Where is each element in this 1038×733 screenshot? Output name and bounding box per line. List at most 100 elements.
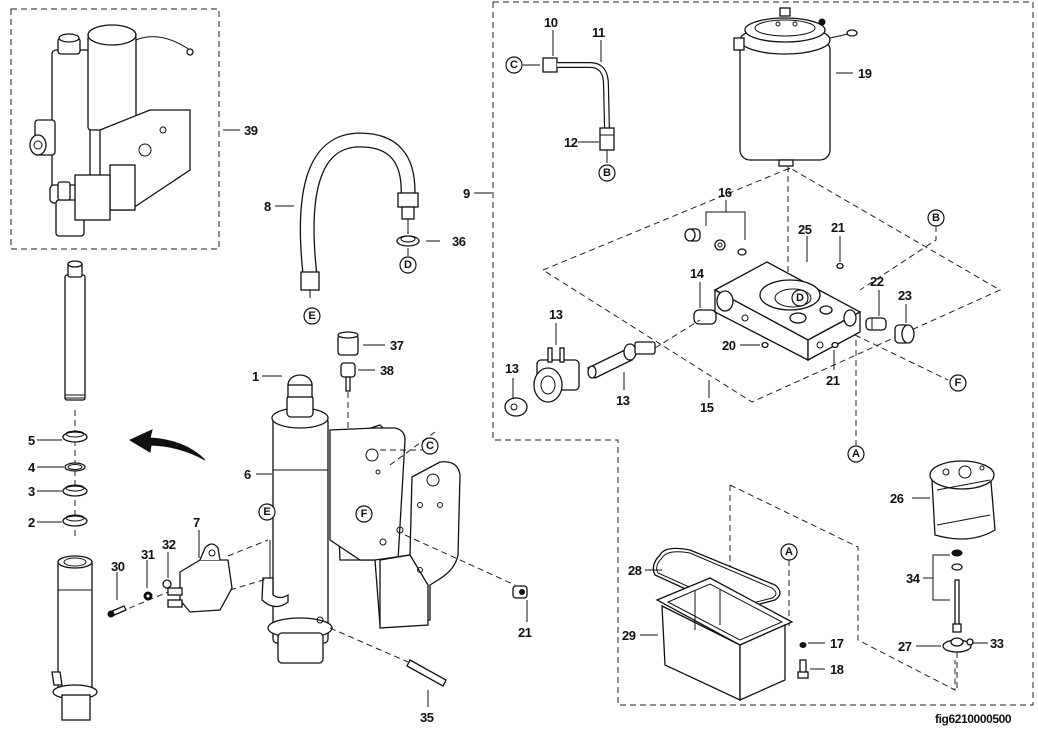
fitting-12 — [599, 127, 615, 151]
cylinder-tube — [51, 555, 98, 721]
callout-21c: 21 — [826, 373, 840, 388]
washer-34 — [162, 579, 172, 589]
callout-28: 28 — [628, 563, 642, 578]
reservoir-29 — [655, 577, 794, 702]
svg-text:E: E — [263, 506, 270, 518]
ref-marker-B2: B — [927, 209, 945, 227]
pin-31 — [406, 659, 447, 687]
pump-26 — [929, 460, 996, 540]
callout-27: 27 — [898, 639, 912, 654]
hose-8-group: 8 36 D E — [264, 132, 466, 325]
ref-marker-E: E — [303, 307, 321, 325]
solenoid-valve-7 — [179, 559, 233, 613]
callout-30: 36 — [452, 234, 466, 249]
callout-33: 31 — [141, 547, 155, 562]
seal-35a — [951, 549, 963, 557]
callout-29: 29 — [622, 628, 636, 643]
seal-3 — [62, 484, 88, 497]
callout-18: 17 — [830, 636, 844, 651]
callout-15: 15 — [700, 400, 714, 415]
solenoid-7-group: 7 30 31 32 — [107, 515, 271, 618]
callout-23: 23 — [898, 288, 912, 303]
relief-valve-22 — [865, 317, 887, 331]
motor-20 — [733, 7, 858, 167]
svg-text:D: D — [796, 292, 804, 304]
coil-nut-13 — [504, 397, 528, 417]
assembly-39-frame — [10, 8, 220, 250]
hose-end-fitting — [300, 271, 320, 291]
piston-rod-group: 5 4 3 2 — [28, 260, 206, 721]
callout-37: 37 — [390, 338, 404, 353]
callout-8: 8 — [264, 199, 271, 214]
callout-22: 22 — [870, 274, 884, 289]
seal-2 — [62, 514, 88, 527]
ref-marker-A: A — [847, 445, 865, 463]
plug-21c — [831, 341, 839, 349]
callout-19: 18 — [830, 662, 844, 677]
figure-id: fig6210000500 — [935, 712, 1012, 726]
callout-31: 35 — [420, 710, 434, 725]
callout-10: 10 — [544, 15, 558, 30]
cylinder-6-group: E F C 1 6 35 21 — [244, 369, 532, 725]
callout-39: 39 — [244, 123, 258, 138]
assembly-39-box: 39 — [10, 8, 258, 250]
seal-4 — [64, 462, 86, 472]
callout-3: 3 — [28, 484, 35, 499]
callout-25: 25 — [798, 222, 812, 237]
callout-13b: 13 — [616, 393, 630, 408]
ref-marker-E2: E — [258, 503, 276, 521]
callout-4: 4 — [28, 460, 36, 475]
seal-5 — [62, 430, 88, 443]
callout-7: 7 — [193, 515, 200, 530]
svg-text:A: A — [785, 546, 793, 558]
check-valve-16 — [693, 309, 717, 325]
callout-34: 32 — [162, 537, 176, 552]
ref-marker-D: D — [399, 256, 417, 274]
direction-arrow-icon — [128, 429, 206, 461]
svg-text:B: B — [932, 212, 940, 224]
callout-38: 38 — [380, 363, 394, 378]
seal-35b — [951, 563, 963, 571]
callout-35: 34 — [906, 571, 921, 586]
bleed-valve-38 — [340, 362, 356, 378]
piston-rod — [64, 274, 86, 401]
ref-marker-D2: D — [791, 289, 809, 307]
clip-36 — [966, 638, 974, 646]
callout-11: 11 — [592, 25, 605, 40]
svg-text:E: E — [308, 310, 315, 322]
manifold-plane — [541, 167, 1002, 403]
assembly-39-illustration — [29, 24, 194, 237]
callout-17: 16 — [718, 185, 732, 200]
plug-21a — [836, 262, 844, 270]
ref-marker-C2: C — [505, 56, 523, 74]
callout-24: 21 — [518, 625, 532, 640]
svg-text:F: F — [361, 508, 368, 520]
svg-text:C: C — [510, 59, 518, 71]
callout-1: 1 — [252, 369, 259, 384]
callout-13a: 13 — [505, 361, 519, 376]
ref-marker-F2: F — [949, 374, 967, 392]
callout-2: 2 — [28, 515, 35, 530]
svg-text:D: D — [404, 259, 412, 271]
callout-36: 33 — [990, 636, 1004, 651]
plug-kit-17 — [684, 228, 747, 256]
callout-26: 26 — [890, 491, 904, 506]
plug-21b — [761, 341, 769, 349]
ref-marker-F: F — [355, 505, 373, 523]
ref-marker-A2: A — [780, 543, 798, 561]
washer-18 — [799, 642, 807, 648]
callout-6: 6 — [244, 467, 251, 482]
callout-20: 19 — [858, 66, 872, 81]
ref-marker-B: B — [598, 164, 616, 182]
callout-12: 12 — [564, 135, 578, 150]
coil-14 — [533, 347, 580, 403]
cap-23 — [894, 324, 915, 344]
callout-16: 14 — [690, 266, 705, 281]
callout-21b: 20 — [722, 338, 736, 353]
svg-text:C: C — [426, 440, 434, 452]
reservoir-plane — [729, 484, 956, 691]
power-unit-frame — [492, 1, 1034, 706]
washer-30 — [396, 235, 420, 247]
svg-text:F: F — [955, 377, 962, 389]
